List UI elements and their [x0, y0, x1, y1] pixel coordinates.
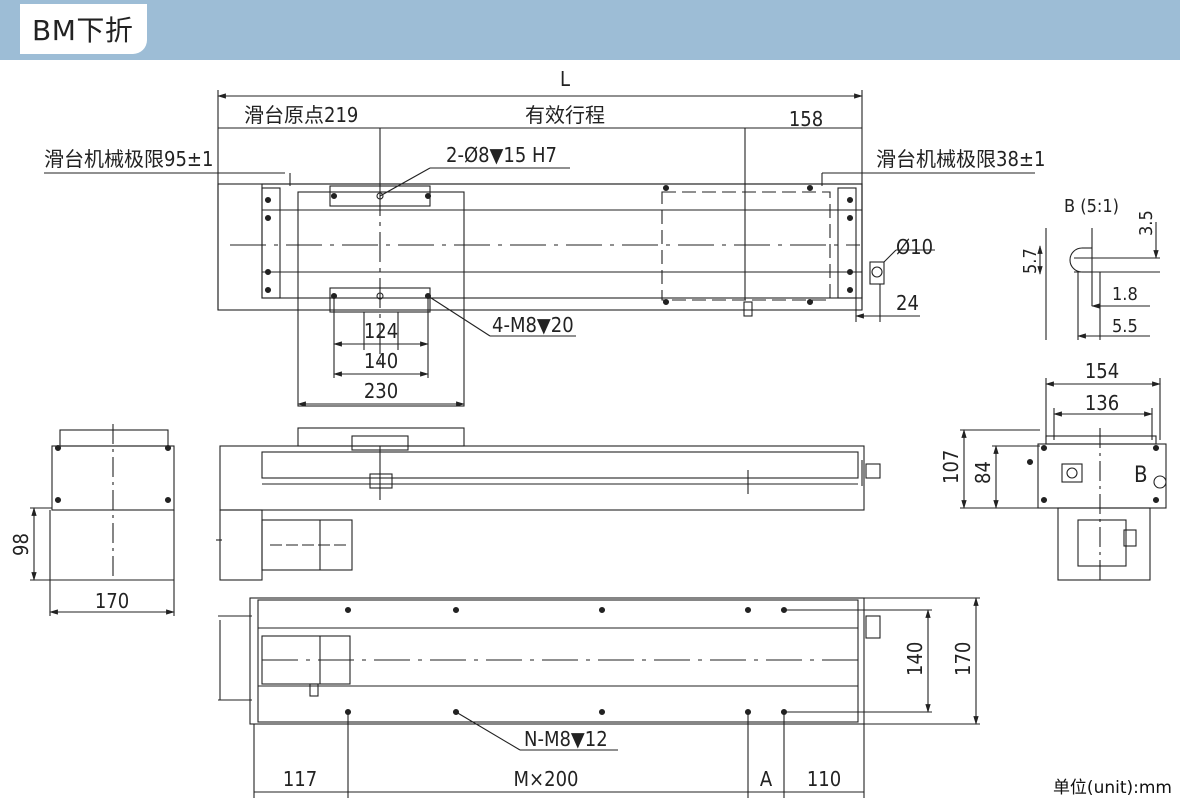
- detail-b-d35: 3.5: [1136, 210, 1157, 236]
- page-title: BM下折: [20, 4, 148, 54]
- dim-140-label: 140: [364, 349, 398, 373]
- overall-length-label: L: [560, 67, 570, 91]
- diameter-label: Ø10: [896, 235, 933, 259]
- bottom-view: [218, 597, 980, 798]
- effective-stroke-label: 有效行程: [525, 103, 605, 127]
- top-view: [44, 90, 1035, 407]
- bottom-d117: 117: [283, 767, 317, 791]
- right-mech-limit-label: 滑台机械极限38±1: [876, 147, 1045, 171]
- tapped-holes-label: 4-M8▼20: [492, 313, 574, 337]
- mounting-holes-label: N-M8▼12: [524, 727, 608, 751]
- end-view-d136: 136: [1085, 391, 1119, 415]
- left-end-d170: 170: [95, 589, 129, 613]
- right-end-label: 158: [789, 107, 823, 131]
- dim-230-label: 230: [364, 379, 398, 403]
- end-view-d107: 107: [939, 450, 963, 484]
- tab-width-label: 24: [896, 291, 919, 315]
- slider-origin-label: 滑台原点219: [244, 103, 358, 127]
- detail-b-d18: 1.8: [1112, 284, 1138, 305]
- left-mech-limit-label: 滑台机械极限95±1: [44, 147, 213, 171]
- bottom-d170: 170: [951, 642, 975, 676]
- end-view-d154: 154: [1085, 359, 1119, 383]
- end-view-d84: 84: [971, 461, 995, 484]
- end-view-right: [960, 378, 1167, 581]
- end-view-left: [30, 424, 175, 616]
- unit-label: 单位(unit):mm: [1052, 778, 1172, 798]
- bottom-d140: 140: [903, 642, 927, 676]
- detail-b-view: [1037, 222, 1160, 340]
- bottom-d110: 110: [807, 767, 841, 791]
- detail-b-d57: 5.7: [1020, 248, 1041, 274]
- pin-holes-label: 2-Ø8▼15 H7: [446, 143, 557, 167]
- bottom-pitch: M×200: [514, 767, 579, 791]
- header-bar: [0, 0, 1180, 60]
- dim-124-label: 124: [364, 319, 398, 343]
- left-end-d98: 98: [9, 533, 33, 556]
- end-view-label-b: B: [1134, 463, 1148, 488]
- bottom-a: A: [760, 767, 773, 791]
- detail-b-d55: 5.5: [1112, 316, 1138, 337]
- detail-b-title: B (5:1): [1064, 196, 1119, 217]
- side-view: [216, 427, 881, 581]
